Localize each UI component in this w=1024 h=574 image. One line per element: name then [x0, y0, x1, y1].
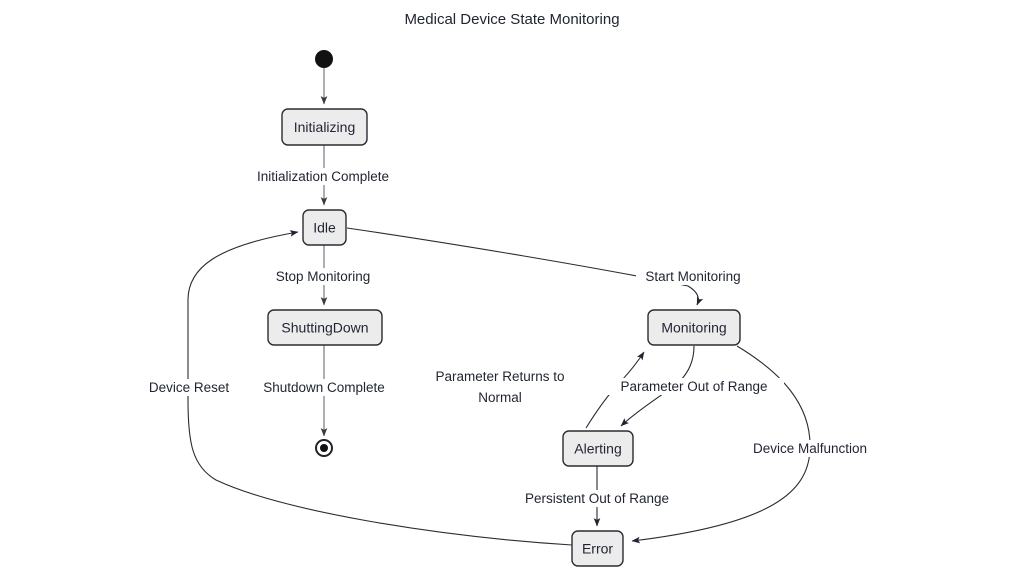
- state-box[interactable]: [571, 530, 624, 567]
- edge-label-text: Initialization Complete: [257, 169, 389, 184]
- edge-label-text: Device Malfunction: [753, 441, 867, 456]
- label-backdrop: [424, 367, 578, 403]
- state-label: Error: [582, 541, 613, 557]
- transition-monitoring-to-error: [631, 345, 811, 544]
- edge-label-text: Device Reset: [149, 380, 230, 395]
- edge-label-persistent-out-of-range: Persistent Out of Range: [510, 490, 685, 507]
- state-label: Initializing: [294, 119, 355, 135]
- state-node-idle[interactable]: Idle: [302, 209, 347, 246]
- state-node-monitoring[interactable]: Monitoring: [647, 309, 741, 346]
- state-node-initializing[interactable]: Initializing: [281, 108, 368, 146]
- label-backdrop: [606, 378, 784, 395]
- edge-label-text: Shutdown Complete: [263, 380, 385, 395]
- edge-label-device-reset: Device Reset: [142, 379, 237, 396]
- label-backdrop: [636, 268, 752, 285]
- state-box[interactable]: [281, 108, 368, 146]
- edge-label-parameter-returns-to-normal: Parameter Returns to Normal: [424, 367, 578, 405]
- state-node-error[interactable]: Error: [571, 530, 624, 567]
- edge-label-stop-monitoring: Stop Monitoring: [266, 268, 381, 285]
- state-node-alerting[interactable]: Alerting: [562, 430, 634, 467]
- state-label: Idle: [313, 220, 336, 236]
- label-backdrop: [242, 168, 405, 185]
- state-label: Alerting: [574, 441, 621, 457]
- edge-label-start-monitoring: Start Monitoring: [636, 268, 752, 285]
- edge-label-device-malfunction: Device Malfunction: [742, 440, 878, 457]
- edge-label-text: Stop Monitoring: [276, 269, 371, 284]
- state-box[interactable]: [302, 209, 347, 246]
- edge-label-parameter-out-of-range: Parameter Out of Range: [606, 378, 784, 395]
- initial-state-node[interactable]: [315, 50, 333, 68]
- state-label: Monitoring: [661, 320, 726, 336]
- edge-label-shutdown-complete: Shutdown Complete: [248, 379, 401, 396]
- state-box[interactable]: [267, 309, 383, 346]
- final-state-dot: [320, 444, 328, 452]
- edge-label-initialization-complete: Initialization Complete: [242, 168, 405, 185]
- state-node-shuttingdown[interactable]: ShuttingDown: [267, 309, 383, 346]
- edge-label-text: Parameter Out of Range: [620, 379, 767, 394]
- edge-label-text: Start Monitoring: [645, 269, 740, 284]
- edge-label-text-line1: Parameter Returns to: [435, 369, 564, 384]
- final-state-node[interactable]: [315, 439, 333, 457]
- transition-idle-to-monitoring: [346, 227, 704, 306]
- label-backdrop: [510, 490, 685, 507]
- label-backdrop: [742, 440, 878, 457]
- label-backdrop: [248, 379, 401, 396]
- label-backdrop: [142, 379, 237, 396]
- label-backdrop: [266, 268, 381, 285]
- page-title: Medical Device State Monitoring: [404, 11, 619, 28]
- transition-error-to-idle: [187, 230, 573, 546]
- state-box[interactable]: [647, 309, 741, 346]
- state-box[interactable]: [562, 430, 634, 467]
- state-label: ShuttingDown: [281, 320, 368, 336]
- edge-label-text: Persistent Out of Range: [525, 491, 669, 506]
- edge-label-text-line2: Normal: [478, 390, 522, 405]
